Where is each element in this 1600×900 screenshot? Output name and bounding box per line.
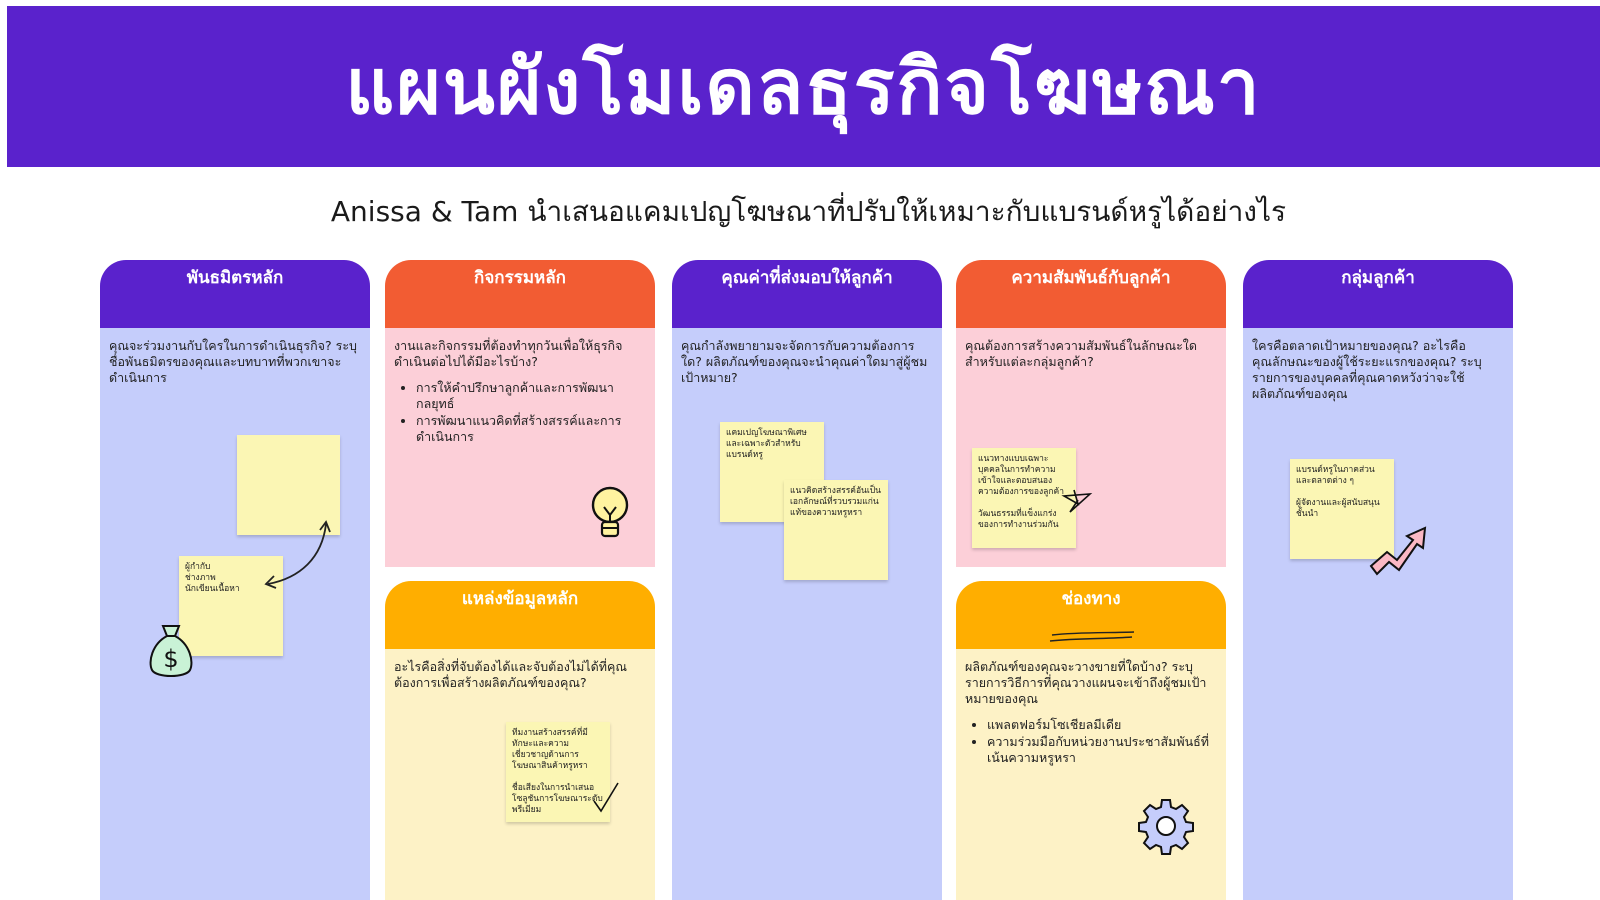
trend-arrow-icon — [1369, 526, 1427, 576]
channels-list: แพลตฟอร์มโซเชียลมีเดีย ความร่วมมือกับหน่… — [965, 717, 1217, 766]
list-item: การให้คำปรึกษาลูกค้าและการพัฒนากลยุทธ์ — [416, 380, 646, 412]
sticky-note-blank[interactable] — [237, 435, 340, 535]
card-header: กลุ่มลูกค้า — [1243, 260, 1513, 328]
card-question: คุณต้องการสร้างความสัมพันธ์ในลักษณะใดสำห… — [965, 338, 1198, 369]
list-item: ความร่วมมือกับหน่วยงานประชาสัมพันธ์ที่เน… — [987, 734, 1217, 766]
page-subtitle: Anissa & Tam นำเสนอแคมเปญโฆษณาที่ปรับให้… — [330, 195, 1287, 228]
card-question: คุณจะร่วมงานกับใครในการดำเนินธุรกิจ? ระบ… — [109, 338, 357, 385]
card-header: คุณค่าที่ส่งมอบให้ลูกค้า — [672, 260, 942, 328]
svg-text:$: $ — [163, 645, 178, 673]
card-header: ช่องทาง — [956, 581, 1226, 649]
title-banner: แผนผังโมเดลธุรกิจโฆษณา — [7, 6, 1600, 167]
sticky-note-partners[interactable]: ผู้กำกับ ช่างภาพ นักเขียนเนื้อหา — [179, 556, 283, 656]
card-question: อะไรคือสิ่งที่จับต้องได้และจับต้องไม่ได้… — [394, 659, 628, 690]
sticky-note-value-2[interactable]: แนวคิดสร้างสรรค์อันเป็นเอกลักษณ์ที่รวบรว… — [784, 480, 888, 580]
card-body: คุณกำลังพยายามจะจัดการกับความต้องการใด? … — [672, 328, 942, 900]
card-customer-relationships: ความสัมพันธ์กับลูกค้า คุณต้องการสร้างควา… — [956, 260, 1226, 567]
checkmark-icon — [593, 782, 619, 813]
scribble-lines-icon — [1049, 631, 1135, 642]
sticky-note-segments[interactable]: แบรนด์หรูในภาคส่วนและตลาดต่าง ๆ ผู้จัดงา… — [1290, 459, 1394, 559]
card-key-partners: พันธมิตรหลัก คุณจะร่วมงานกับใครในการดำเน… — [100, 260, 370, 900]
list-item: แพลตฟอร์มโซเชียลมีเดีย — [987, 717, 1217, 733]
list-item: การพัฒนาแนวคิดที่สร้างสรรค์และการดำเนินก… — [416, 413, 646, 445]
star-doodle-icon — [1061, 489, 1093, 513]
card-value-propositions: คุณค่าที่ส่งมอบให้ลูกค้า คุณกำลังพยายามจ… — [672, 260, 942, 900]
card-key-activities: กิจกรรมหลัก งานและกิจกรรมที่ต้องทำทุกวัน… — [385, 260, 655, 567]
lightbulb-icon — [591, 486, 629, 538]
activities-list: การให้คำปรึกษาลูกค้าและการพัฒนากลยุทธ์ ก… — [394, 380, 646, 445]
gear-icon — [1138, 799, 1194, 855]
card-question: คุณกำลังพยายามจะจัดการกับความต้องการใด? … — [681, 338, 928, 385]
page-title: แผนผังโมเดลธุรกิจโฆษณา — [345, 41, 1262, 131]
card-header: แหล่งข้อมูลหลัก — [385, 581, 655, 649]
card-body: ผลิตภัณฑ์ของคุณจะวางขายที่ใดบ้าง? ระบุรา… — [956, 649, 1226, 900]
card-header: ความสัมพันธ์กับลูกค้า — [956, 260, 1226, 328]
card-header: พันธมิตรหลัก — [100, 260, 370, 328]
sticky-note-relationships[interactable]: แนวทางแบบเฉพาะบุคคลในการทำความเข้าใจและต… — [972, 448, 1076, 548]
card-header: กิจกรรมหลัก — [385, 260, 655, 328]
card-key-resources: แหล่งข้อมูลหลัก อะไรคือสิ่งที่จับต้องได้… — [385, 581, 655, 900]
card-channels: ช่องทาง ผลิตภัณฑ์ของคุณจะวางขายที่ใดบ้าง… — [956, 581, 1226, 900]
card-question: ผลิตภัณฑ์ของคุณจะวางขายที่ใดบ้าง? ระบุรา… — [965, 659, 1207, 706]
card-body: ใครคือตลาดเป้าหมายของคุณ? อะไรคือคุณลักษ… — [1243, 328, 1513, 900]
sticky-note-resources[interactable]: ทีมงานสร้างสรรค์ที่มีทักษะและความเชี่ยวช… — [506, 722, 610, 822]
card-customer-segments: กลุ่มลูกค้า ใครคือตลาดเป้าหมายของคุณ? อะ… — [1243, 260, 1513, 900]
curved-arrow-icon — [264, 520, 331, 589]
card-question: งานและกิจกรรมที่ต้องทำทุกวันเพื่อให้ธุรก… — [394, 338, 623, 369]
money-bag-icon: $ — [149, 625, 193, 677]
card-question: ใครคือตลาดเป้าหมายของคุณ? อะไรคือคุณลักษ… — [1252, 338, 1482, 401]
